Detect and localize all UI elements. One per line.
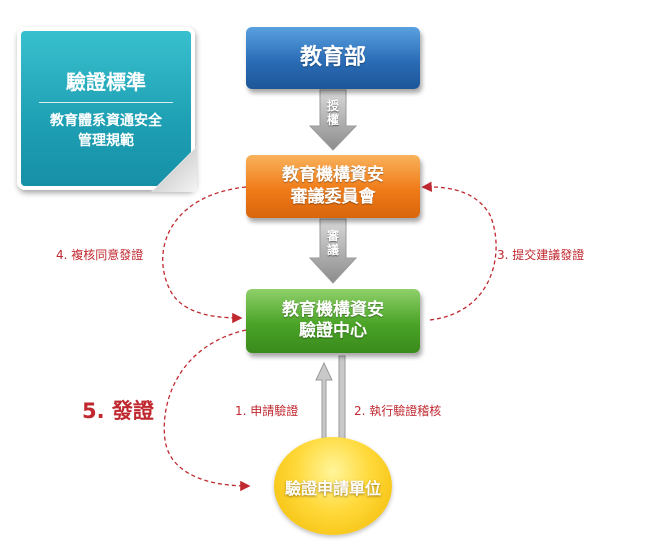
review-arrow [308,218,358,284]
card-divider [39,102,173,103]
ministry-node: 教育部 [246,27,420,89]
step4-connector [162,186,247,324]
step5-label: 5. 發證 [82,399,154,423]
center-label-line2: 驗證中心 [299,321,367,341]
committee-label-line2: 審議委員會 [290,186,376,207]
authorize-arrow [308,89,358,151]
step4-label: 4. 複核同意發證 [56,248,144,262]
applicant-label: 驗證申請單位 [284,479,381,498]
committee-label-line1: 教育機構資安 [282,165,384,186]
step3-connector [421,181,497,321]
standard-title: 驗證標準 [66,70,146,94]
standard-card: 驗證標準 教育體系資通安全 管理規範 [17,27,197,192]
authorize-label: 授 權 [326,99,339,128]
committee-node: 教育機構資安 審議委員會 [246,155,420,218]
step3-label: 3. 提交建議發證 [497,248,585,262]
standard-subtitle-line1: 教育體系資通安全 [50,113,162,129]
review-label: 審 議 [326,229,339,258]
applicant-node [274,437,392,535]
standard-subtitle: 教育體系資通安全 管理規範 [21,111,191,152]
center-node: 教育機構資安 驗證中心 [246,289,420,353]
center-label-line1: 教育機構資安 [282,299,384,320]
standard-subtitle-line2: 管理規範 [78,133,134,150]
step5-connector [163,329,251,492]
ministry-label: 教育部 [299,45,366,71]
step1-label: 1. 申請驗證 [235,404,299,418]
step2-label: 2. 執行驗證稽核 [354,404,442,418]
